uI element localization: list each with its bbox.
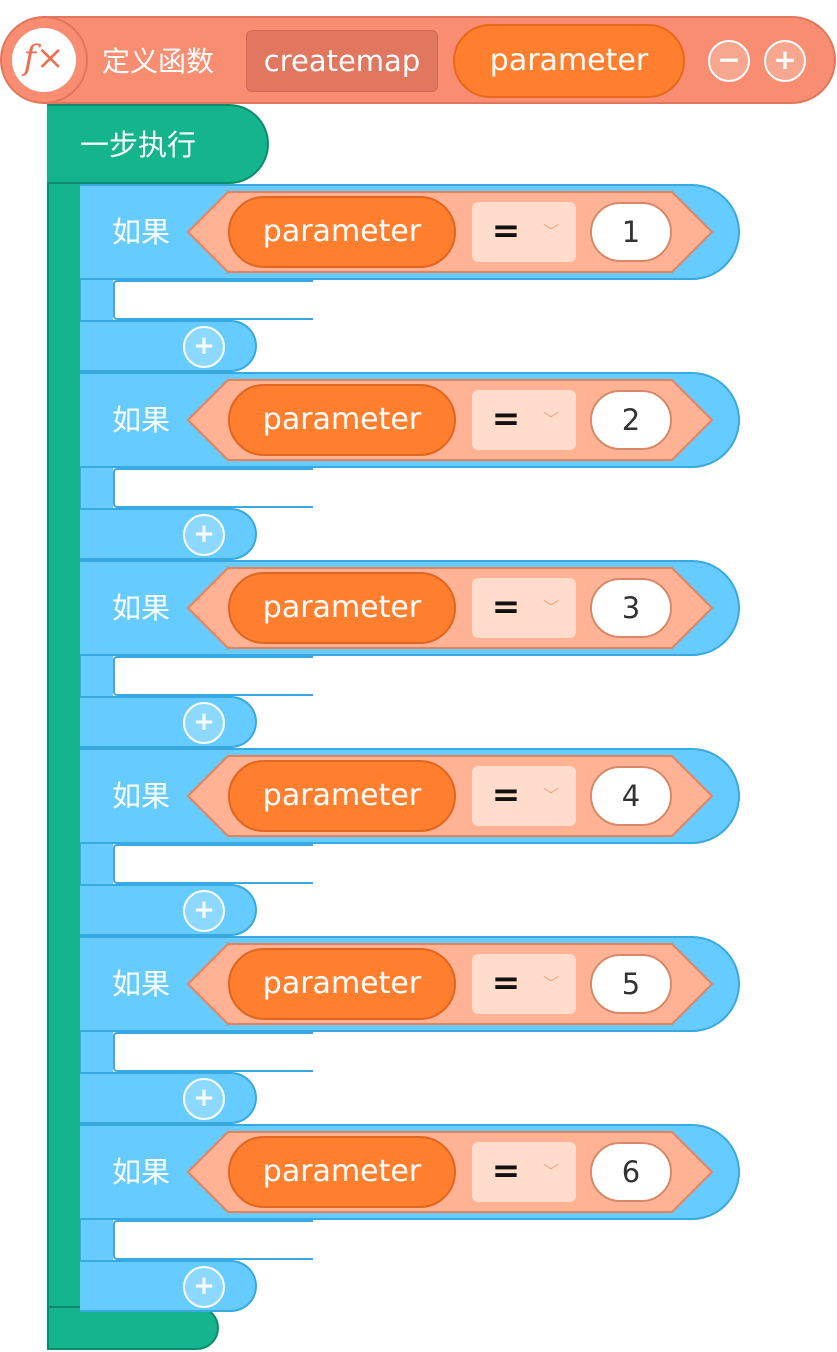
- condition-value-input[interactable]: 4: [590, 766, 672, 826]
- plus-icon: +: [193, 1271, 215, 1301]
- add-branch-button[interactable]: +: [183, 1078, 225, 1120]
- if-label: 如果: [112, 215, 171, 249]
- if-block[interactable]: 如果 parameter = ﹀ 5 +: [80, 936, 740, 1124]
- chevron-down-icon: ﹀: [542, 598, 559, 617]
- if-block[interactable]: 如果 parameter = ﹀ 6 +: [80, 1124, 740, 1312]
- condition-variable[interactable]: parameter: [228, 760, 456, 832]
- minus-icon: −: [717, 43, 741, 76]
- fx-icon: f×: [12, 28, 76, 92]
- condition-variable[interactable]: parameter: [228, 572, 456, 644]
- add-branch-button[interactable]: +: [183, 702, 225, 744]
- if-statement-slot[interactable]: [113, 844, 313, 884]
- chevron-down-icon: ﹀: [542, 222, 559, 241]
- if-block[interactable]: 如果 parameter = ﹀ 1 +: [80, 184, 740, 372]
- operator-symbol: =: [491, 775, 521, 815]
- if-label: 如果: [112, 591, 171, 625]
- if-block-footer: [80, 1260, 257, 1312]
- operator-dropdown[interactable]: = ﹀: [472, 578, 576, 638]
- remove-parameter-button[interactable]: −: [708, 40, 750, 82]
- sequence-block-footer: [47, 1306, 219, 1350]
- chevron-down-icon: ﹀: [542, 974, 559, 993]
- sequence-block-body: [47, 180, 81, 1310]
- if-block-footer: [80, 320, 257, 372]
- operator-dropdown[interactable]: = ﹀: [472, 390, 576, 450]
- add-parameter-button[interactable]: +: [764, 40, 806, 82]
- if-block-footer: [80, 884, 257, 936]
- operator-dropdown[interactable]: = ﹀: [472, 766, 576, 826]
- if-statement-slot[interactable]: [113, 280, 313, 320]
- chevron-down-icon: ﹀: [542, 410, 559, 429]
- condition-variable[interactable]: parameter: [228, 1136, 456, 1208]
- condition-variable[interactable]: parameter: [228, 384, 456, 456]
- if-block[interactable]: 如果 parameter = ﹀ 4 +: [80, 748, 740, 936]
- if-block-footer: [80, 508, 257, 560]
- condition-value-input[interactable]: 6: [590, 1142, 672, 1202]
- if-statement-slot[interactable]: [113, 656, 313, 696]
- if-block[interactable]: 如果 parameter = ﹀ 3 +: [80, 560, 740, 748]
- sequence-block[interactable]: [47, 104, 269, 184]
- add-branch-button[interactable]: +: [183, 890, 225, 932]
- condition-value-input[interactable]: 3: [590, 578, 672, 638]
- condition-value-input[interactable]: 5: [590, 954, 672, 1014]
- if-label: 如果: [112, 403, 171, 437]
- chevron-down-icon: ﹀: [542, 1162, 559, 1181]
- if-label: 如果: [112, 779, 171, 813]
- plus-icon: +: [193, 895, 215, 925]
- function-title: 定义函数: [102, 45, 215, 78]
- if-label: 如果: [112, 1155, 171, 1189]
- condition-variable[interactable]: parameter: [228, 948, 456, 1020]
- if-block[interactable]: 如果 parameter = ﹀ 2 +: [80, 372, 740, 560]
- function-parameter[interactable]: parameter: [453, 24, 685, 98]
- if-block-footer: [80, 1072, 257, 1124]
- plus-icon: +: [193, 707, 215, 737]
- if-statement-slot[interactable]: [113, 1220, 313, 1260]
- operator-dropdown[interactable]: = ﹀: [472, 1142, 576, 1202]
- operator-dropdown[interactable]: = ﹀: [472, 202, 576, 262]
- operator-symbol: =: [491, 211, 521, 251]
- chevron-down-icon: ﹀: [542, 786, 559, 805]
- if-block-footer: [80, 696, 257, 748]
- if-label: 如果: [112, 967, 171, 1001]
- plus-icon: +: [193, 1083, 215, 1113]
- if-statement-slot[interactable]: [113, 1032, 313, 1072]
- operator-dropdown[interactable]: = ﹀: [472, 954, 576, 1014]
- operator-symbol: =: [491, 1151, 521, 1191]
- condition-value-input[interactable]: 1: [590, 202, 672, 262]
- plus-icon: +: [193, 519, 215, 549]
- plus-icon: +: [773, 43, 797, 76]
- operator-symbol: =: [491, 587, 521, 627]
- condition-value-input[interactable]: 2: [590, 390, 672, 450]
- add-branch-button[interactable]: +: [183, 514, 225, 556]
- function-name-field[interactable]: createmap: [246, 30, 438, 92]
- operator-symbol: =: [491, 399, 521, 439]
- plus-icon: +: [193, 331, 215, 361]
- condition-variable[interactable]: parameter: [228, 196, 456, 268]
- operator-symbol: =: [491, 963, 521, 1003]
- add-branch-button[interactable]: +: [183, 1266, 225, 1308]
- sequence-block-label: 一步执行: [80, 128, 197, 162]
- if-statement-slot[interactable]: [113, 468, 313, 508]
- add-branch-button[interactable]: +: [183, 326, 225, 368]
